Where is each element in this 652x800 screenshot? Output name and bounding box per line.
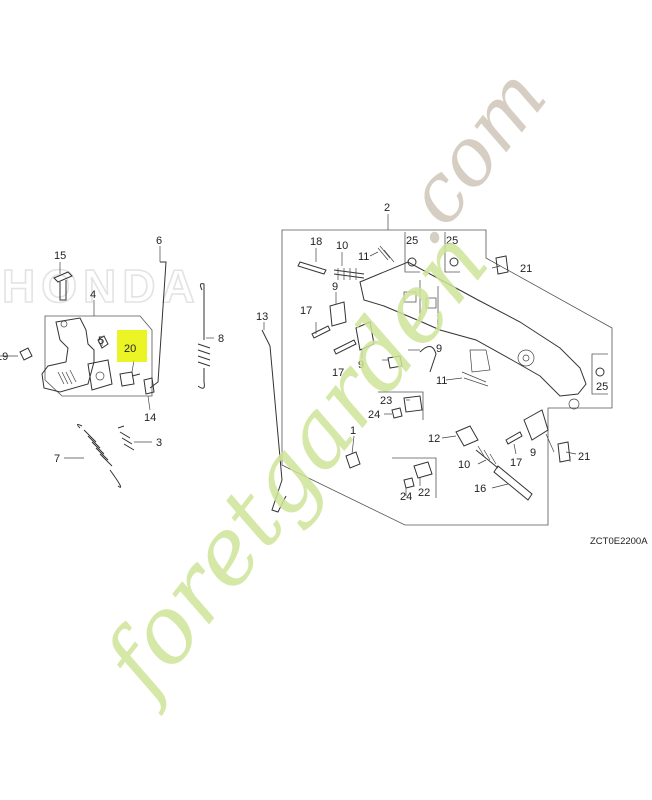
inset-box-25-side: [591, 353, 608, 395]
callout-24-b: 24: [400, 491, 412, 503]
callout-17-b: 17: [332, 367, 344, 379]
part-14-clip: [143, 377, 155, 395]
part-9-bracket-a: [329, 301, 347, 327]
callout-10-bottom: 10: [458, 459, 470, 471]
part-11-spring-a: [377, 245, 395, 263]
part-25-nut-a: [407, 257, 417, 267]
inset-box-22-24: [392, 457, 437, 498]
callout-18: 18: [310, 236, 322, 248]
inset-box-25-left: [404, 232, 420, 273]
callout-7: 7: [54, 453, 60, 465]
callout-9-lever: 9: [436, 343, 442, 355]
callout-15: 15: [54, 250, 66, 262]
highlight-part-20: [117, 330, 147, 362]
callout-25-left: 25: [406, 235, 418, 247]
callout-3: 3: [156, 437, 162, 449]
callout-9-mid: 9: [358, 359, 364, 371]
callout-19: 19: [0, 351, 8, 363]
part-13-rod: [261, 329, 287, 513]
part-8-spring: [197, 283, 211, 389]
part-9-lever: [419, 346, 437, 373]
part-22-fitting: [413, 461, 433, 479]
main-assembly-frame: [281, 229, 613, 526]
diagram-code: ZCT0E2200A: [590, 536, 648, 547]
callout-25-right: 25: [446, 235, 458, 247]
left-group-frame: [44, 315, 153, 397]
callout-24-a: 24: [368, 409, 380, 421]
callout-16: 16: [474, 483, 486, 495]
callout-2: 2: [384, 202, 390, 214]
callout-21-top: 21: [520, 263, 532, 275]
callout-11-mid: 11: [436, 375, 447, 387]
part-9-bracket-b: [355, 321, 375, 351]
callout-22: 22: [418, 487, 430, 499]
callout-labels: 15 4 5 19 20 14 6 8 7 3 13 2 18 10 11 25…: [0, 202, 608, 503]
callout-9-top: 9: [332, 281, 338, 293]
part-16-bolt: [493, 465, 533, 501]
part-3-spring: [117, 425, 135, 451]
callout-10-top: 10: [336, 240, 348, 252]
callout-17-c: 17: [510, 457, 522, 469]
part-19-nut: [387, 355, 403, 369]
part-17-bolt-c: [505, 431, 523, 445]
callout-11-top: 11: [358, 251, 369, 263]
callout-5: 5: [98, 335, 104, 347]
part-1-clip: [345, 451, 361, 469]
honda-watermark-logo: HONDA: [2, 260, 201, 312]
callout-12: 12: [428, 433, 440, 445]
part-6-rod: [149, 261, 167, 389]
callout-21-bottom: 21: [578, 451, 590, 463]
part-4-bracket: [19, 317, 113, 393]
part-24-screw-a: [391, 407, 403, 419]
part-25-nut-c: [595, 367, 605, 377]
callout-6: 6: [156, 235, 162, 247]
part-21-bolt-a: [495, 255, 509, 275]
part-17-bolt-b: [333, 339, 357, 355]
leader-lines: [0, 214, 577, 496]
part-7-spring: [76, 423, 122, 488]
part-20-bolt: [119, 371, 141, 387]
part-21-bolt-b: [557, 441, 571, 463]
callout-23: 23: [380, 395, 392, 407]
callout-4: 4: [90, 289, 96, 301]
callout-8: 8: [218, 333, 224, 345]
callout-20: 20: [124, 343, 136, 355]
part-10-spring-b: [475, 445, 499, 469]
part-11-spring-b: [461, 371, 489, 387]
part-23-fitting: [403, 395, 423, 413]
callout-25-side: 25: [596, 381, 608, 393]
part-12-collar: [455, 425, 479, 447]
inset-box-25-right: [444, 232, 460, 273]
part-2-main-bracket: [359, 261, 587, 410]
callout-9-right: 9: [530, 447, 536, 459]
callout-1: 1: [350, 425, 356, 437]
part-25-nut-b: [449, 257, 459, 267]
part-10-spring-a: [333, 268, 365, 280]
inset-box-23-24: [378, 391, 424, 420]
callout-13: 13: [256, 311, 268, 323]
callout-14: 14: [144, 412, 156, 424]
part-18-bolt: [297, 261, 327, 275]
part-17-bolt-a: [311, 325, 331, 339]
part-24-screw-b: [403, 477, 415, 489]
callout-17-a: 17: [300, 305, 312, 317]
part-15-knob: [53, 271, 73, 301]
part-9-clip: [523, 409, 549, 441]
